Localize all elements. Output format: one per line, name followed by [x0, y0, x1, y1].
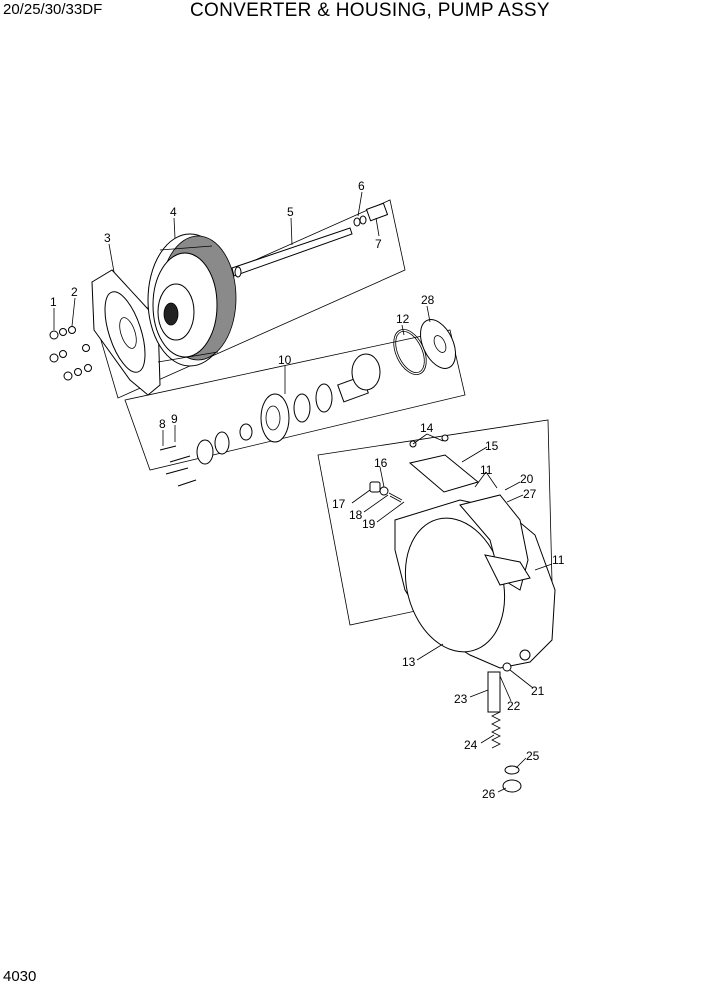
callout-14: 14	[420, 421, 434, 435]
cover-plate-part	[408, 434, 480, 493]
callout-4: 4	[170, 205, 177, 219]
callout-5: 5	[287, 205, 294, 219]
callout-16: 16	[374, 456, 388, 470]
callout-13: 13	[402, 655, 416, 669]
callout-9: 9	[171, 412, 178, 426]
page-number: 4030	[3, 968, 37, 985]
callout-26: 26	[482, 787, 496, 801]
group-frame-converter	[97, 199, 406, 399]
converter-housing-part	[394, 494, 556, 669]
callout-24: 24	[464, 738, 478, 752]
model-label: 20/25/30/33DF	[3, 1, 103, 18]
torque-converter-part	[147, 233, 237, 367]
lower-valve-part	[487, 662, 522, 793]
callout-18: 18	[349, 508, 363, 522]
callout-3: 3	[104, 231, 111, 245]
callout-22: 22	[507, 699, 521, 713]
callout-21: 21	[531, 684, 545, 698]
callout-8: 8	[159, 417, 166, 431]
callout-27: 27	[523, 487, 537, 501]
callout-17: 17	[332, 497, 346, 511]
callout-19: 19	[362, 517, 376, 531]
flex-plate-bolts	[49, 326, 92, 381]
bushing-part	[353, 202, 389, 227]
callout-1: 1	[50, 295, 57, 309]
flex-plate-part	[91, 269, 161, 396]
callout-23: 23	[454, 692, 468, 706]
callout-2: 2	[71, 285, 78, 299]
group-frame-pump	[124, 329, 466, 471]
callout-12: 12	[396, 312, 410, 326]
leader-lines	[53, 191, 553, 793]
relief-valve-part	[369, 481, 403, 503]
callout-labels: 1 2 3 4 5 6 7 8 9 10 11 11 11 12 13 14 1…	[50, 179, 565, 801]
input-shaft-part	[231, 227, 353, 278]
page-title: CONVERTER & HOUSING, PUMP ASSY	[190, 0, 550, 21]
callout-15: 15	[485, 439, 499, 453]
callout-25: 25	[526, 749, 540, 763]
adapter-plate-part	[420, 319, 456, 369]
callout-28: 28	[421, 293, 435, 307]
pump-bolts	[159, 445, 197, 487]
callout-6: 6	[358, 179, 365, 193]
callout-11-top: 11	[480, 463, 493, 477]
callout-7: 7	[375, 237, 382, 251]
callout-11-mid: 11	[552, 553, 565, 567]
callout-20: 20	[520, 472, 534, 486]
callout-10: 10	[278, 353, 292, 367]
pump-assy-part	[196, 353, 381, 465]
